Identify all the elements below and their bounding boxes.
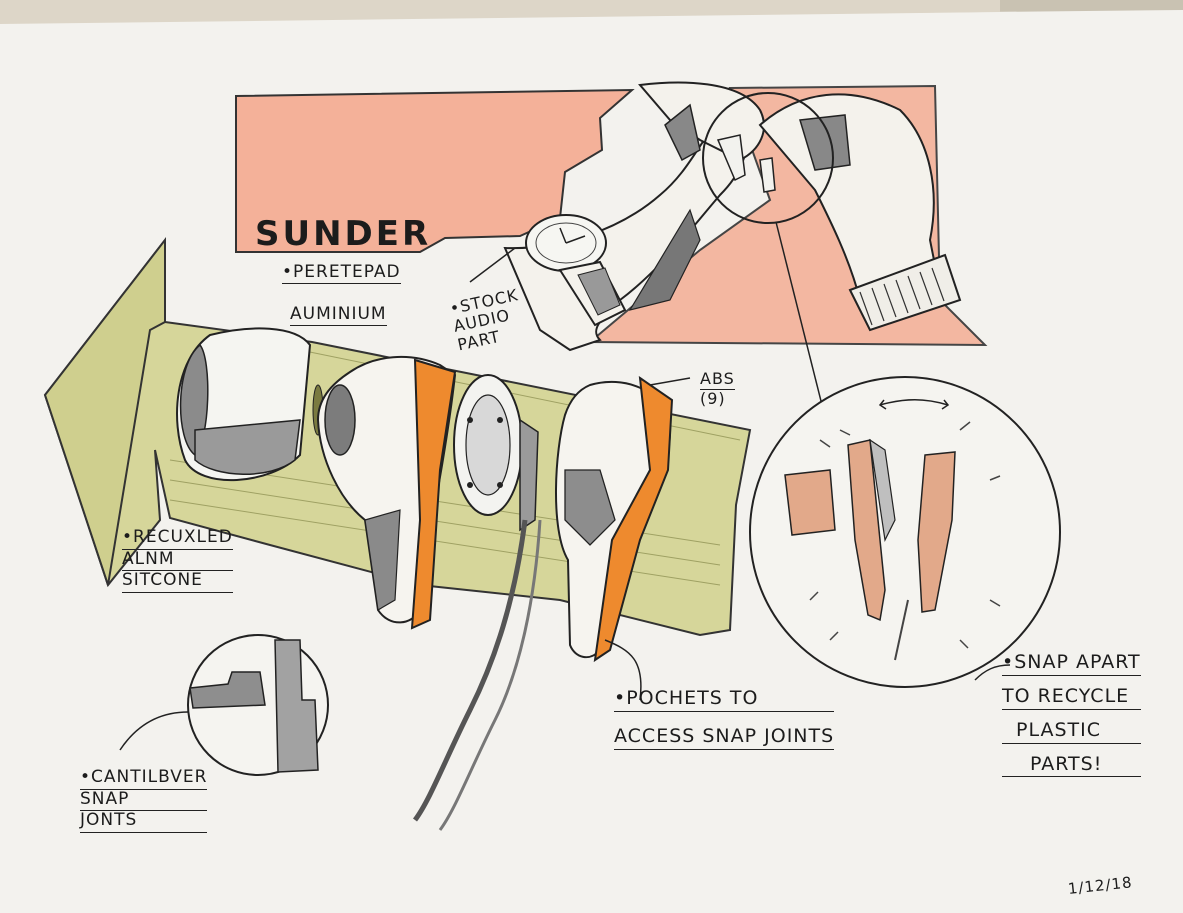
- recuxled-line-2: ALNM: [122, 549, 233, 572]
- cantilever-hook: [189, 671, 266, 709]
- stock-audio-part: [453, 374, 539, 532]
- arrow-head: [43, 237, 166, 586]
- recuxled-line-3: SITCONE: [122, 571, 233, 593]
- abs-leader: [649, 377, 691, 386]
- exploded-parts: [784, 438, 956, 661]
- pockets-leader: [604, 639, 642, 701]
- cantilever-slot: [274, 639, 319, 773]
- forearm-shading: [628, 208, 701, 311]
- paper-edge: [0, 0, 1000, 24]
- peretepad-label: •PERETEPAD: [282, 262, 401, 284]
- abs-line-2: (9): [700, 389, 726, 409]
- exploded-detail-circle: [749, 376, 1061, 688]
- abs-label: ABS (9): [700, 369, 735, 409]
- right-piece-gray: [799, 114, 851, 171]
- recuxled-label: •RECUXLED ALNM SITCONE: [122, 527, 233, 593]
- sketch-title: SUNDER: [255, 214, 432, 254]
- snap-focus-circle: [702, 92, 834, 224]
- earbud-back-housing: [555, 375, 674, 663]
- snap-apart-label: •SNAP APART TO RECYCLE PLASTIC PARTS!: [1002, 651, 1141, 778]
- snap-apart-line-2: TO RECYCLE: [1002, 685, 1141, 710]
- wrist-watch: [525, 214, 627, 327]
- detail-leader: [775, 221, 823, 406]
- snap-piece-a: [716, 134, 746, 182]
- pockets-line-1: •POCHETS TO: [614, 687, 835, 712]
- earbud-front-housing: [316, 355, 457, 630]
- right-cuff: [848, 253, 962, 332]
- cantilever-label: •CANTILBVER SNAP JONTS: [80, 767, 208, 833]
- audio-cable: [412, 519, 528, 822]
- snap-apart-line-4: PARTS!: [1002, 753, 1141, 778]
- snap-piece-b: [759, 157, 776, 193]
- pockets-label: •POCHETS TO ACCESS SNAP JOINTS: [614, 687, 835, 750]
- pockets-line-2: ACCESS SNAP JOINTS: [614, 725, 835, 750]
- cantilever-leader: [119, 711, 189, 751]
- snap-apart-line-1: •SNAP APART: [1002, 651, 1141, 676]
- abs-line-1: ABS: [700, 369, 735, 391]
- silicone-ear-tip: [176, 327, 312, 482]
- cuff-hatching: [859, 267, 945, 326]
- auminium-label: AUMINIUM: [290, 304, 387, 326]
- pull-apart-arrow-icon: [878, 399, 950, 410]
- recuxled-line-1: •RECUXLED: [122, 527, 233, 550]
- snap-apart-line-3: PLASTIC: [1002, 719, 1141, 744]
- cantilever-line-3: JONTS: [80, 811, 208, 833]
- cantilever-line-2: SNAP: [80, 789, 208, 812]
- snap-apart-leader: [974, 664, 1011, 681]
- right-hand: [758, 93, 942, 302]
- left-piece-gray: [664, 103, 701, 162]
- audio-cable-shadow: [438, 519, 542, 831]
- snap-motion-marks: [809, 421, 1001, 649]
- watch-leader: [469, 247, 516, 283]
- cantilever-line-1: •CANTILBVER: [80, 767, 208, 790]
